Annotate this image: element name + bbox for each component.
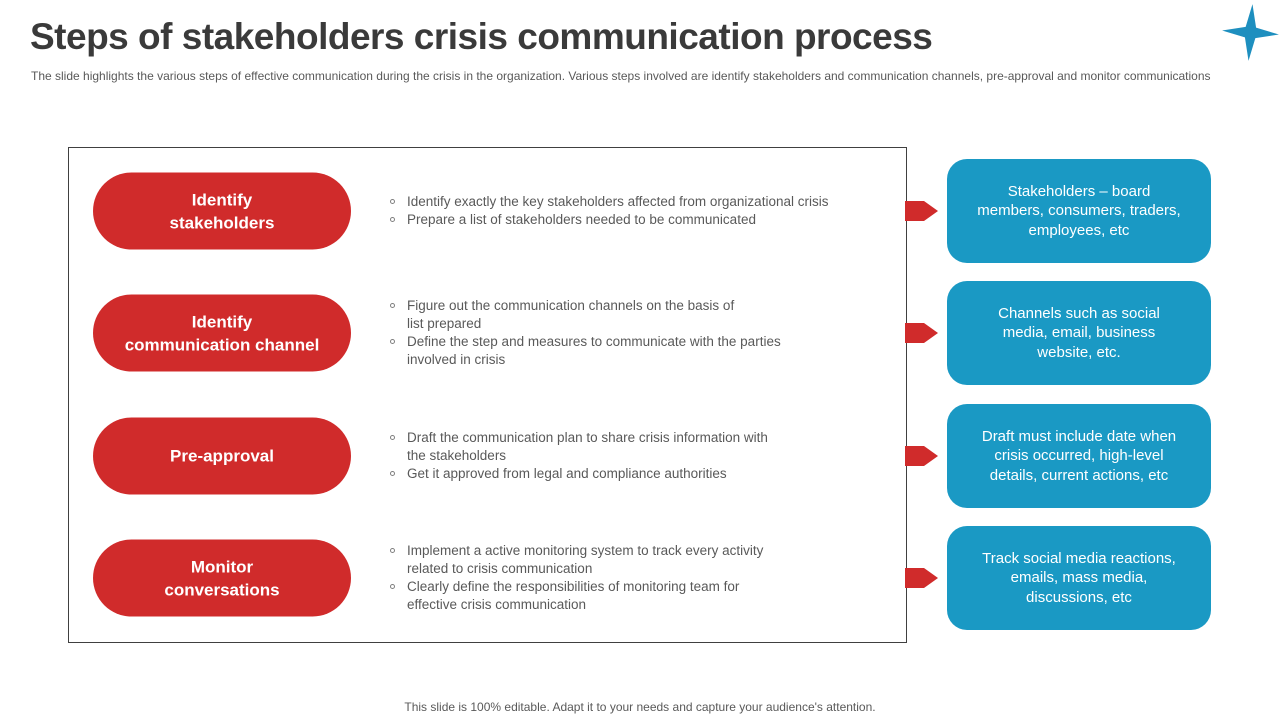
open-circle-bullet-icon — [390, 217, 395, 222]
bullet-item: Prepare a list of stakeholders needed to… — [388, 211, 893, 229]
result-box: Draft must include date when crisis occu… — [947, 404, 1211, 508]
bullet-item: Define the step and measures to communic… — [388, 333, 893, 369]
step-bullet-list: Figure out the communication channels on… — [388, 297, 893, 369]
process-step-row: Identify communication channel Figure ou… — [0, 273, 1280, 393]
arrow-right-icon — [905, 201, 938, 221]
step-pill-label: Monitor conversations — [164, 557, 280, 599]
result-box: Channels such as social media, email, bu… — [947, 281, 1211, 385]
bullet-text: Define the step and measures to communic… — [407, 334, 781, 367]
bullet-text: Clearly define the responsibilities of m… — [407, 579, 740, 612]
step-bullet-list: Draft the communication plan to share cr… — [388, 429, 893, 483]
open-circle-bullet-icon — [390, 435, 395, 440]
open-circle-bullet-icon — [390, 339, 395, 344]
open-circle-bullet-icon — [390, 303, 395, 308]
result-box: Stakeholders – board members, consumers,… — [947, 159, 1211, 263]
bullet-text: Implement a active monitoring system to … — [407, 543, 764, 576]
result-text: Track social media reactions, emails, ma… — [982, 549, 1176, 606]
process-step-row: Monitor conversations Implement a active… — [0, 518, 1280, 638]
bullet-item: Implement a active monitoring system to … — [388, 542, 893, 578]
bullet-text: Figure out the communication channels on… — [407, 298, 735, 331]
bullet-item: Get it approved from legal and complianc… — [388, 465, 893, 483]
bullet-text: Identify exactly the key stakeholders af… — [407, 194, 829, 209]
result-text: Draft must include date when crisis occu… — [981, 427, 1177, 484]
step-pill-identify-stakeholders: Identify stakeholders — [93, 172, 351, 250]
arrow-right-icon — [905, 446, 938, 466]
bullet-text: Prepare a list of stakeholders needed to… — [407, 212, 756, 227]
arrow-right-icon — [905, 323, 938, 343]
bullet-text: Get it approved from legal and complianc… — [407, 466, 727, 481]
step-pill-label: Pre-approval — [170, 446, 274, 466]
open-circle-bullet-icon — [390, 548, 395, 553]
open-circle-bullet-icon — [390, 584, 395, 589]
process-step-row: Pre-approval Draft the communication pla… — [0, 396, 1280, 516]
result-box: Track social media reactions, emails, ma… — [947, 526, 1211, 630]
step-bullet-list: Implement a active monitoring system to … — [388, 542, 893, 614]
open-circle-bullet-icon — [390, 471, 395, 476]
bullet-item: Identify exactly the key stakeholders af… — [388, 193, 893, 211]
arrow-right-icon — [905, 568, 938, 588]
page-title: Steps of stakeholders crisis communicati… — [30, 16, 933, 57]
sparkle-star-icon — [1222, 4, 1279, 61]
bullet-item: Figure out the communication channels on… — [388, 297, 893, 333]
footer-note: This slide is 100% editable. Adapt it to… — [404, 700, 876, 714]
page-subtitle: The slide highlights the various steps o… — [31, 69, 1211, 83]
bullet-text: Draft the communication plan to share cr… — [407, 430, 768, 463]
step-pill-monitor-conversations: Monitor conversations — [93, 539, 351, 617]
step-pill-label: Identify stakeholders — [169, 190, 275, 232]
open-circle-bullet-icon — [390, 199, 395, 204]
process-step-row: Identify stakeholders Identify exactly t… — [0, 151, 1280, 271]
result-text: Channels such as social media, email, bu… — [998, 304, 1160, 361]
step-bullet-list: Identify exactly the key stakeholders af… — [388, 193, 893, 229]
bullet-item: Clearly define the responsibilities of m… — [388, 578, 893, 614]
bullet-item: Draft the communication plan to share cr… — [388, 429, 893, 465]
result-text: Stakeholders – board members, consumers,… — [977, 182, 1181, 239]
step-pill-label: Identify communication channel — [124, 312, 320, 354]
step-pill-identify-communication-channel: Identify communication channel — [93, 294, 351, 372]
step-pill-pre-approval: Pre-approval — [93, 417, 351, 495]
